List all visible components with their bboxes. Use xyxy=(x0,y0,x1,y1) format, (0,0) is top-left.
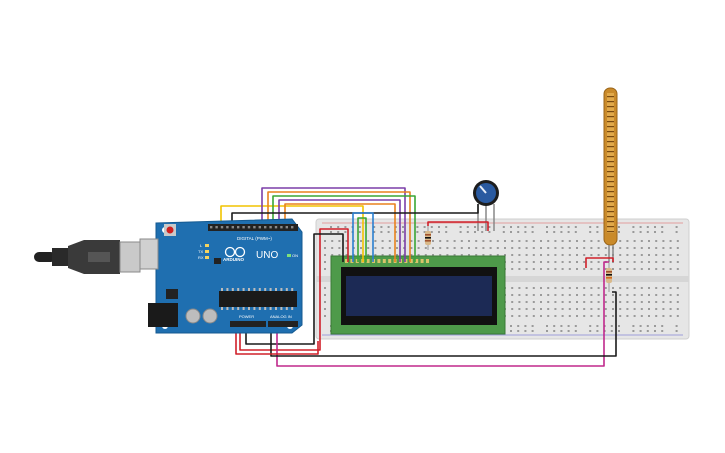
rx-label: RX xyxy=(198,255,204,260)
atmega-chip xyxy=(219,291,297,307)
breadboard-holes xyxy=(324,226,679,332)
power-header[interactable] xyxy=(230,321,266,327)
flex-sensor-traces xyxy=(607,96,614,233)
l-led xyxy=(205,244,209,247)
digital-header-pins xyxy=(210,226,294,229)
digital-header[interactable] xyxy=(208,224,298,231)
chip-legs xyxy=(221,288,294,310)
resistor-lcd-backlight[interactable] xyxy=(425,226,431,250)
on-led xyxy=(287,254,291,257)
on-label: ON xyxy=(292,253,298,258)
wire-orange-2 xyxy=(284,203,396,262)
lcd-16x2[interactable] xyxy=(330,255,506,335)
analog-header-label: ANALOG IN xyxy=(270,314,292,319)
brand-label: ARDUINO xyxy=(223,257,244,262)
model-label: UNO xyxy=(256,250,278,261)
wire-orange-1 xyxy=(267,191,411,262)
tx-label: TX xyxy=(198,249,203,254)
usb-cable[interactable] xyxy=(34,240,141,274)
flex-sensor[interactable] xyxy=(603,87,618,262)
usb-port xyxy=(139,238,159,270)
resistor-flex-divider[interactable] xyxy=(606,262,612,292)
wire-red-lcd xyxy=(239,228,349,351)
wires xyxy=(220,187,617,367)
wire-yellow xyxy=(220,205,364,262)
wire-purple-1 xyxy=(261,187,406,262)
wire-black-lcd xyxy=(245,233,344,345)
rx-led xyxy=(205,256,209,259)
wire-red-flex xyxy=(585,257,614,268)
tx-led xyxy=(205,250,209,253)
arduino-logo xyxy=(224,246,246,258)
arduino-uno[interactable]: DIGITAL (PWM~) ARDUINO UNO TX RX ON L PO… xyxy=(139,218,303,334)
wire-red-backlight xyxy=(427,221,489,231)
wire-red-bottom xyxy=(235,326,319,355)
wire-magenta xyxy=(276,261,609,367)
dc-jack xyxy=(148,303,178,327)
wire-black-bottom xyxy=(270,291,617,357)
potentiometer[interactable] xyxy=(473,180,499,231)
wire-green-1 xyxy=(272,195,416,262)
analog-header[interactable] xyxy=(268,321,298,327)
l-label: L xyxy=(200,243,203,248)
digital-header-label: DIGITAL (PWM~) xyxy=(237,236,272,241)
wire-blue xyxy=(352,212,374,262)
wire-green-2 xyxy=(357,217,367,262)
power-header-label: POWER xyxy=(239,314,254,319)
